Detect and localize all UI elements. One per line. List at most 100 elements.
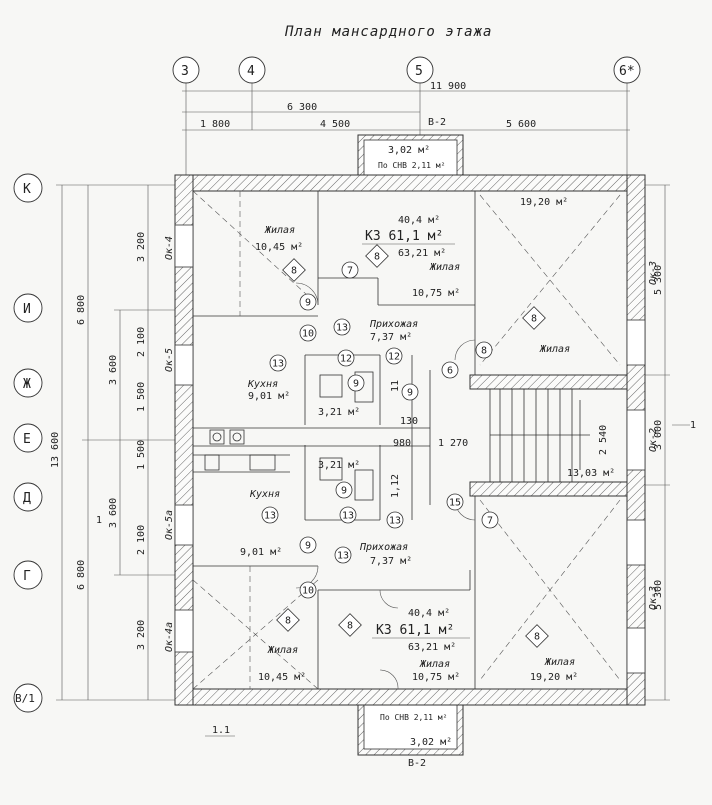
stair-area: 13,03 м² xyxy=(567,468,615,479)
balcony-top-area: 3,02 м² xyxy=(388,145,430,156)
axis-bubbles-top: 3 4 5 6* xyxy=(172,56,641,175)
axis-label-e: Е xyxy=(23,432,31,447)
finish-marker: 7 xyxy=(341,261,359,279)
balcony-bottom: По СНВ 2,11 м² 3,02 м² В-2 xyxy=(357,704,464,769)
dim-2100-top: 2 100 xyxy=(136,327,147,357)
finish-marker: 13 xyxy=(269,354,287,372)
room-1-name: Жилая xyxy=(264,225,295,236)
room-2-area: 10,75 м² xyxy=(412,288,460,299)
finish-marker-label: 9 xyxy=(305,541,311,552)
dim-130: 130 xyxy=(400,416,418,427)
room-11-name: Жилая xyxy=(419,659,450,670)
balcony-bottom-label: В-2 xyxy=(408,758,426,769)
finish-marker: 9 xyxy=(335,481,353,499)
axis-label-5: 5 xyxy=(415,64,423,79)
room-11-area: 10,75 м² xyxy=(412,672,460,683)
finish-marker: 8 xyxy=(522,306,546,330)
apartment-top-living: 40,4 м² xyxy=(398,215,440,226)
plan-title: План мансардного этажа xyxy=(284,24,492,40)
balcony-bottom-area: 3,02 м² xyxy=(410,737,452,748)
finish-marker: 8 xyxy=(525,624,549,648)
dim-4500: 4 500 xyxy=(320,119,350,130)
staircase xyxy=(469,374,628,497)
dim-6800-top: 6 800 xyxy=(76,295,87,325)
axis-label-6: 6* xyxy=(619,64,635,79)
axis-label-v1: В/1 xyxy=(15,692,35,705)
room-8-area: 9,01 м² xyxy=(240,547,282,558)
dim-right-3000: 3 000 xyxy=(653,420,664,450)
finish-marker: 13 xyxy=(339,506,357,524)
window-labels: Ок-4 Ок-5 Ок-5а Ок-4а Ок-3 Ок-2 Ок-3 xyxy=(164,236,659,652)
finish-marker: 6 xyxy=(441,361,459,379)
room-1-area: 10,45 м² xyxy=(255,242,303,253)
apartment-bottom-total: 63,21 м² xyxy=(408,642,456,653)
roof-diagonals xyxy=(192,190,621,690)
dim-5600: 5 600 xyxy=(506,119,536,130)
room-12-area: 19,20 м² xyxy=(530,672,578,683)
finish-marker: 13 xyxy=(334,546,352,564)
apartment-top-label: 40,4 м² КЗ 61,1 м² 63,21 м² xyxy=(362,215,455,259)
room-4-area: 7,37 м² xyxy=(370,332,412,343)
room-10-name: Жилая xyxy=(267,645,298,656)
finish-marker: 13 xyxy=(333,318,351,336)
dim-980: 980 xyxy=(393,438,411,449)
room-7-area: 3,21 м² xyxy=(318,460,360,471)
finish-marker-label: 15 xyxy=(449,498,461,509)
finish-marker-label: 13 xyxy=(342,511,354,522)
dim-3600-bottom: 3 600 xyxy=(108,498,119,528)
dim-1270: 1 270 xyxy=(438,438,468,449)
finish-marker: 12 xyxy=(385,347,403,365)
section-mark-left: 1 xyxy=(96,515,102,526)
finish-marker: 9 xyxy=(299,293,317,311)
note-bottom-left: 1.1 xyxy=(212,725,230,736)
balcony-bottom-note: По СНВ 2,11 м² xyxy=(380,713,447,722)
dimensions-left: 13 600 6 800 6 800 3 200 3 600 2 100 1 5… xyxy=(50,184,180,701)
axis-label-4: 4 xyxy=(247,64,255,79)
finish-marker-label: 8 xyxy=(291,266,297,277)
room-3-name: Жилая xyxy=(539,344,570,355)
finish-marker-label: 13 xyxy=(337,551,349,562)
finish-marker-label: 13 xyxy=(389,516,401,527)
finish-marker: 9 xyxy=(299,536,317,554)
finish-marker-label: 13 xyxy=(272,359,284,370)
room-9-area: 7,37 м² xyxy=(370,556,412,567)
room-2-name: Жилая xyxy=(429,262,460,273)
balcony-top: 3,02 м² По СНВ 2,11 м² xyxy=(357,134,464,176)
room-6-area: 3,21 м² xyxy=(318,407,360,418)
room-5-area: 9,01 м² xyxy=(248,391,290,402)
axis-label-k: К xyxy=(23,182,31,197)
window-ok3-bottom: Ок-3 xyxy=(648,586,659,610)
finish-marker-label: 13 xyxy=(336,323,348,334)
finish-marker: 8 xyxy=(475,341,493,359)
finish-marker: 9 xyxy=(401,383,419,401)
dim-3200-top: 3 200 xyxy=(136,232,147,262)
finish-marker: 12 xyxy=(337,349,355,367)
axis-label-d: Д xyxy=(23,491,31,506)
apartment-bottom-name: КЗ 61,1 м² xyxy=(376,623,454,638)
dim-1800: 1 800 xyxy=(200,119,230,130)
section-mark-right: 1 xyxy=(690,420,696,431)
finish-marker: 8 xyxy=(365,244,389,268)
finish-marker: 8 xyxy=(338,613,362,637)
axis-label-i: И xyxy=(23,302,31,317)
finish-marker: 8 xyxy=(282,258,306,282)
dim-2100-bottom: 2 100 xyxy=(136,525,147,555)
finish-marker-label: 10 xyxy=(302,586,314,597)
balcony-top-mark: В-2 xyxy=(428,117,446,128)
room-4-name: Прихожая xyxy=(369,319,418,330)
finish-marker-label: 9 xyxy=(353,379,359,390)
dim-1500-a: 1 500 xyxy=(136,382,147,412)
dim-3200-bottom: 3 200 xyxy=(136,620,147,650)
finish-marker: 13 xyxy=(386,511,404,529)
dim-1500-b: 1 500 xyxy=(136,440,147,470)
apartment-top-total: 63,21 м² xyxy=(398,248,446,259)
axis-bubbles-left: К И Ж Е Д Г В/1 xyxy=(13,173,43,713)
finish-marker-label: 7 xyxy=(347,266,353,277)
finish-marker: 13 xyxy=(261,506,279,524)
finish-marker-label: 12 xyxy=(340,354,352,365)
finish-marker: 9 xyxy=(347,374,365,392)
room-10-area: 10,45 м² xyxy=(258,672,306,683)
finish-marker-label: 9 xyxy=(341,486,347,497)
dim-112: 1,12 xyxy=(390,474,401,498)
